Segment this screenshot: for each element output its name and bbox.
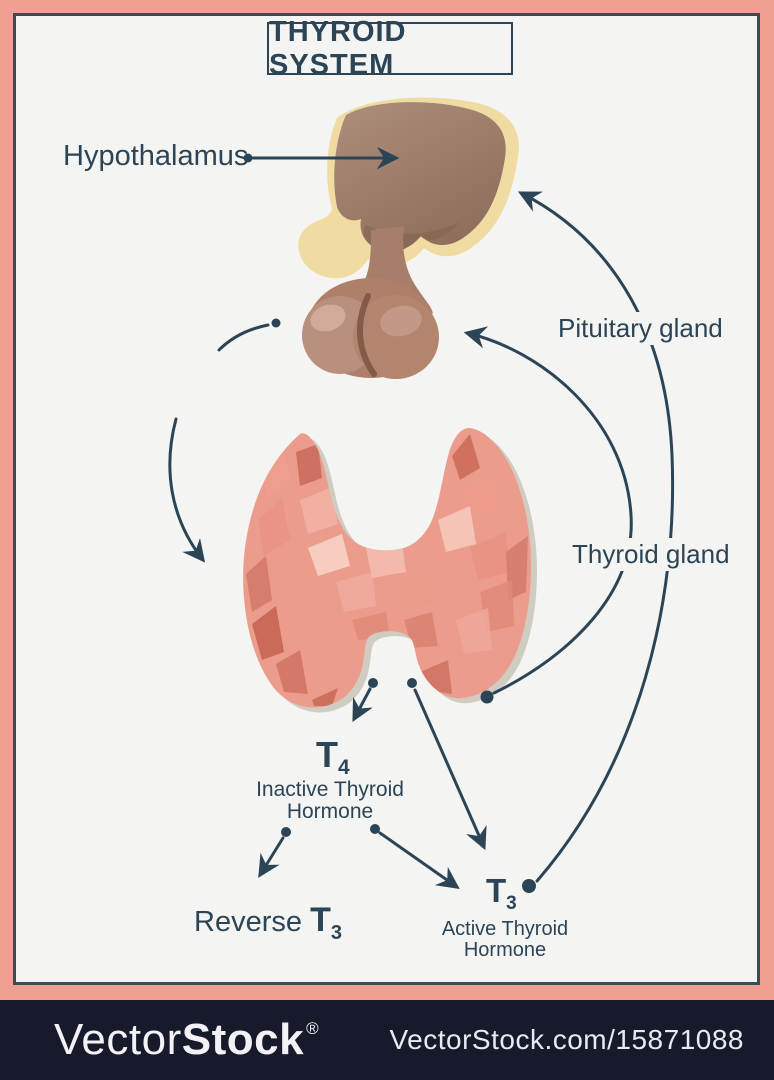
t3-letter: T: [486, 872, 507, 909]
t4-letter: T: [316, 734, 338, 775]
thyroid-to-pituitary-feedback-curve: [463, 326, 633, 704]
reverse-t3-prefix: Reverse: [194, 906, 302, 938]
t3-symbol: T3: [486, 872, 517, 915]
t3-description: Active Thyroid Hormone: [405, 919, 605, 961]
registered-mark: ®: [306, 1019, 320, 1038]
hypothalamus-label: Hypothalamus: [63, 140, 249, 172]
pituitary-to-thyroid-arrow: [168, 417, 206, 563]
vectorstock-logo: VectorStock®: [54, 1015, 319, 1065]
title-box: THYROID SYSTEM: [267, 16, 513, 81]
t4-description-line1: Inactive Thyroid: [256, 778, 404, 801]
hypothalamus-to-pituitary-link: [217, 318, 281, 352]
reverse-t3-label: Reverse T3: [194, 901, 342, 945]
thyroid-to-t4-arrow: [352, 678, 378, 722]
reverse-t3-letter: T: [310, 901, 331, 939]
hypothalamus-illustration: [298, 97, 519, 279]
t4-description: Inactive Thyroid Hormone: [230, 779, 430, 823]
page-title: THYROID SYSTEM: [269, 15, 407, 81]
thyroid-gland-label: Thyroid gland: [566, 538, 736, 571]
t4-to-t3-arrow: [370, 824, 460, 889]
t3-description-line1: Active Thyroid: [441, 918, 569, 940]
t4-symbol: T4: [316, 734, 350, 780]
t4-to-reverse-t3-arrow: [258, 827, 291, 878]
pituitary-gland-label: Pituitary gland: [552, 312, 729, 345]
thyroid-to-t3-arrow: [407, 678, 487, 851]
watermark-bar: VectorStock® VectorStock.com/15871088: [0, 1000, 774, 1080]
t3-to-hypothalamus-feedback-curve: [517, 191, 675, 893]
pituitary-illustration: [302, 226, 439, 379]
watermark-credit: VectorStock.com/15871088: [389, 1024, 744, 1055]
t4-subscript: 4: [338, 756, 350, 779]
framed-illustration: THYROID SYSTEM Hypothalamus Pituitary gl…: [0, 0, 774, 1000]
hypothalamus-pointer-arrow: [243, 146, 400, 170]
t3-description-line2: Hormone: [463, 939, 547, 961]
reverse-t3-subscript: 3: [330, 922, 342, 944]
brand-bold-text: Stock: [181, 1015, 305, 1064]
thyroid-illustration: [243, 427, 537, 713]
t3-subscript: 3: [506, 893, 517, 914]
brand-light-text: Vector: [54, 1015, 182, 1064]
diagram-artwork-svg: [168, 97, 675, 893]
t4-description-line2: Hormone: [286, 800, 374, 823]
